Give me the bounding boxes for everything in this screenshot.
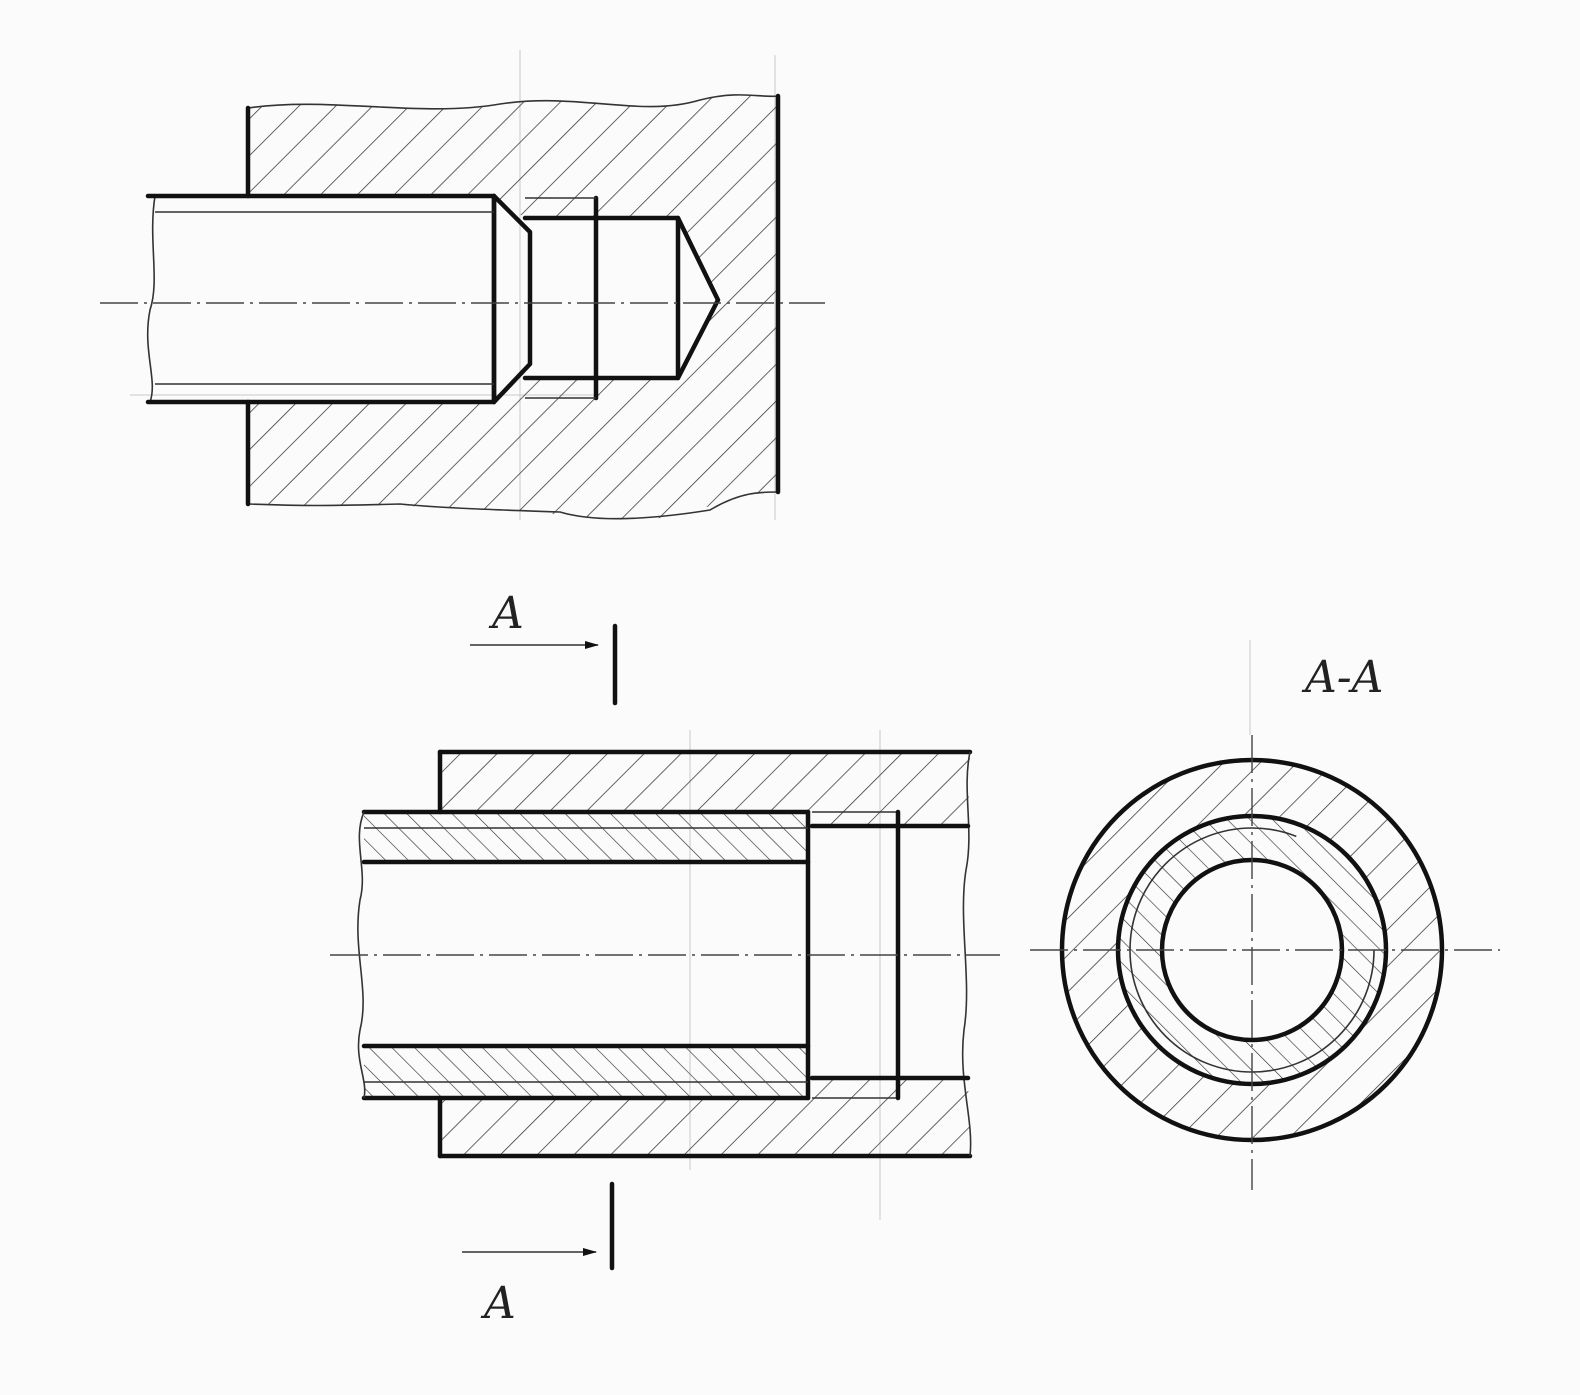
sleeve-break-left xyxy=(357,811,366,1099)
housing-break-bottom xyxy=(247,491,779,520)
outer-wall-top-hatch xyxy=(440,752,970,826)
sleeve-top-hatch xyxy=(364,812,808,862)
screw-break-left xyxy=(146,195,156,403)
section-mark-bottom-label: A xyxy=(480,1278,516,1329)
housing-break-top xyxy=(247,94,779,110)
sleeve-bottom-hatch xyxy=(364,1046,808,1098)
housing-hatch xyxy=(248,94,778,520)
blind-hole-outline xyxy=(522,215,721,381)
outer-break-right xyxy=(961,751,972,1157)
section-mark-top: A xyxy=(470,588,618,706)
section-mark-bottom: A xyxy=(462,1181,615,1329)
ring-inner-hatch xyxy=(1116,816,1384,1084)
top-section-view xyxy=(100,93,825,520)
section-a-a-view: A-A xyxy=(1030,652,1500,1190)
section-title: A-A xyxy=(1301,652,1383,703)
screw-chamfer-end xyxy=(491,193,533,405)
bottom-section-view xyxy=(330,749,1000,1159)
section-mark-top-label: A xyxy=(488,588,524,639)
